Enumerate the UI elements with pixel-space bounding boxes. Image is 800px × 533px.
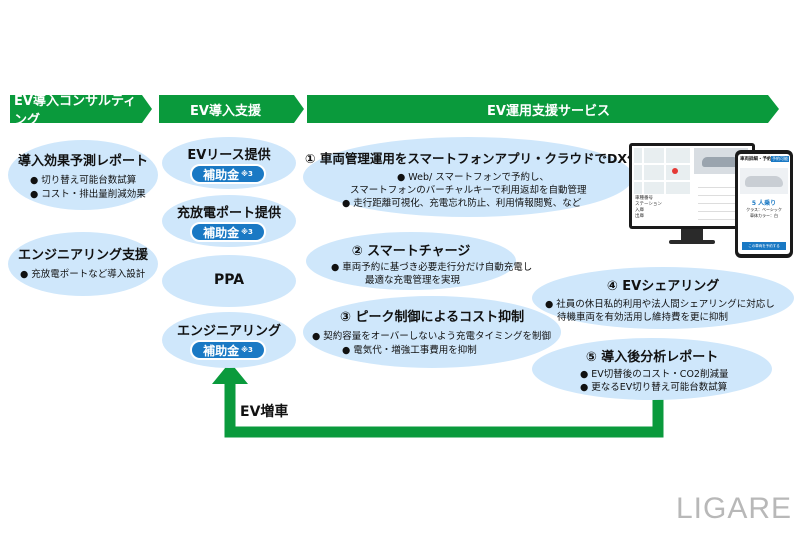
item3-title: ③ ピーク制御によるコスト抑制 — [339, 310, 525, 325]
item3-line-2: ● 電気代・増強工事費用を抑制 — [342, 345, 477, 356]
phone-header: 車両詳細・予約 — [740, 157, 772, 162]
header-arrow-operation — [307, 95, 779, 123]
engineering-support-item-1: ● 充放電ポートなど導入設計 — [20, 269, 146, 280]
port-title: 充放電ポート提供 — [176, 206, 281, 221]
phone-capacity: 5 人乗り — [751, 200, 777, 207]
ellipse-item4 — [532, 267, 794, 329]
item4-line-2: 待機車両を有効活用し維持費を更に抑制 — [557, 312, 729, 323]
loop-label: EV増車 — [240, 404, 289, 420]
report-item-1: ● 切り替え可能台数試算 — [30, 175, 137, 186]
report-item-2: ● コスト・排出量削減効果 — [30, 189, 146, 200]
phone-color: 車体カラー：白 — [750, 213, 778, 218]
item5-title: ⑤ 導入後分析レポート — [585, 350, 719, 365]
lease-subsidy-badge: 補助金※3 — [190, 164, 266, 184]
monitor-field-4: 出庫 — [635, 214, 644, 219]
header-support-label: EV導入支援 — [190, 103, 261, 119]
monitor-fields: 車種番号 ステーション 入庫 出庫 — [635, 196, 662, 220]
phone-car-photo — [740, 168, 788, 194]
watermark-logo: LIGARE — [676, 492, 793, 525]
ellipse-engineering-support — [8, 232, 158, 296]
monitor-field-2: ステーション — [635, 202, 662, 207]
ellipse-item1 — [303, 137, 633, 217]
monitor-stand — [681, 229, 703, 241]
engineering-subsidy-badge: 補助金※3 — [190, 340, 266, 360]
phone-reserve-button[interactable]: この車両を予約する — [742, 242, 786, 250]
engineering-subsidy-note: ※3 — [241, 346, 253, 354]
item1-title: ① 車両管理運用をスマートフォンアプリ・クラウドでDX化 — [305, 151, 640, 166]
engineering-support-title: エンジニアリング支援 — [17, 248, 148, 263]
engineering-title: エンジニアリング — [176, 324, 281, 339]
header-operation-label: EV運用支援サービス — [487, 103, 610, 119]
item2-title: ② スマートチャージ — [351, 244, 471, 259]
port-subsidy-badge: 補助金※3 — [190, 222, 266, 242]
ellipse-item2 — [306, 232, 516, 290]
car-icon — [702, 157, 740, 167]
ellipse-report — [8, 140, 158, 210]
header-arrow-consulting — [10, 95, 152, 123]
phone-illustration: 車両詳細・予約 予約可能 5 人乗り クラス：ベーシック 車体カラー：白 この車… — [735, 150, 793, 258]
phone-car-icon — [745, 176, 783, 187]
item2-line-2: 最適な充電管理を実現 — [365, 275, 461, 286]
phone-badge: 予約可能 — [771, 156, 789, 162]
monitor-base — [669, 240, 715, 244]
item2-line-1: ● 車両予約に基づき必要走行分だけ自動充電し — [331, 262, 533, 273]
loop-arrow — [224, 380, 664, 438]
header-consulting-label: EV導入コンサルティング — [14, 94, 137, 128]
phone-class: クラス：ベーシック — [746, 207, 782, 212]
monitor-field-3: 入庫 — [635, 208, 644, 213]
report-title: 導入効果予測レポート — [17, 154, 148, 169]
loop-arrow-head — [212, 362, 248, 384]
item5-line-2: ● 更なるEV切り替え可能台数試算 — [580, 382, 728, 393]
item1-line-3: ● 走行距離可視化、充電忘れ防止、利用情報閲覧、など — [342, 198, 582, 209]
port-subsidy-note: ※3 — [241, 228, 253, 236]
item1-line-1: ● Web/ スマートフォンで予約し、 — [397, 172, 549, 183]
port-subsidy-label: 補助金 — [203, 225, 240, 240]
lease-subsidy-label: 補助金 — [203, 167, 240, 182]
engineering-subsidy-label: 補助金 — [203, 343, 240, 358]
ppa-title: PPA — [213, 272, 245, 288]
header-arrow-support — [159, 95, 304, 123]
ellipse-item3 — [303, 296, 561, 368]
lease-subsidy-note: ※3 — [241, 170, 253, 178]
map-pin-icon — [672, 168, 678, 174]
item1-line-2: スマートフォンのバーチャルキーで利用返却を自動管理 — [350, 185, 587, 196]
item5-line-1: ● EV切替後のコスト・CO2削減量 — [580, 369, 729, 380]
item4-title: ④ EVシェアリング — [606, 279, 720, 294]
ellipse-ppa — [162, 255, 296, 307]
item4-line-1: ● 社員の休日私的利用や法人間シェアリングに対応し — [545, 299, 775, 310]
ellipse-item5 — [532, 338, 772, 400]
item3-line-1: ● 契約容量をオーバーしないよう充電タイミングを制御 — [312, 331, 552, 342]
monitor-field-1: 車種番号 — [635, 196, 653, 201]
monitor-map — [634, 148, 690, 194]
lease-title: EVリース提供 — [187, 148, 271, 163]
